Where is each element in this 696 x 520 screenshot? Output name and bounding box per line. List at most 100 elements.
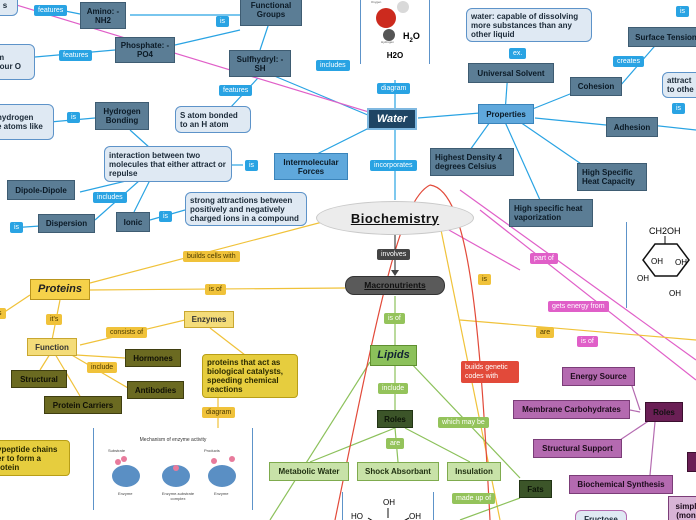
partial-right-node-attract[interactable]: attract to othe — [662, 72, 696, 98]
label-are-2: are — [386, 438, 405, 449]
sulfhydryl-node[interactable]: Sulfhydryl: -SH — [229, 50, 291, 77]
connector-roles-synthesis — [649, 421, 656, 476]
structural-support-node[interactable]: Structural Support — [533, 439, 622, 458]
label-diagram-1: diagram — [377, 83, 411, 94]
label-is-8: is — [478, 274, 492, 285]
connector-water-sulfhydryl — [259, 69, 376, 119]
enzyme-mechanism-diagram: Mechanism of enzyme activity Substrate P… — [93, 428, 253, 510]
label-features-3: features — [219, 85, 253, 96]
label-is-of-1: is of — [205, 284, 226, 295]
ionic-node[interactable]: Ionic — [116, 212, 150, 232]
enzyme-caption-2: Enzyme-substrate complex — [161, 491, 195, 501]
dipole-dipole-node[interactable]: Dipole-Dipole — [7, 180, 75, 200]
water-node[interactable]: Water — [367, 108, 417, 130]
macronutrients-node[interactable]: Macronutrients — [345, 276, 445, 295]
partial-right-node-purple[interactable] — [687, 452, 696, 472]
connector-interaction-hbond — [129, 129, 151, 149]
enzyme-diagram-title: Mechanism of enzyme activity — [139, 437, 207, 443]
arrowhead-macro — [391, 270, 399, 276]
label-include-2: include — [378, 383, 409, 394]
label-are-1: are — [536, 327, 555, 338]
lipid-structure-diagram: OH HO OH — [342, 492, 434, 520]
partial-left-node-top[interactable]: s — [0, 0, 18, 16]
cohesion-node[interactable]: Cohesion — [570, 77, 622, 96]
connector-properties-adhesion — [534, 117, 607, 126]
biochemistry-node[interactable]: Biochemistry — [316, 201, 474, 235]
partial-left-node-hydrogen[interactable]: hydrogen e atoms like — [0, 104, 54, 140]
membrane-carbohydrates-node[interactable]: Membrane Carbohydrates — [513, 400, 630, 419]
high-specific-heat-node[interactable]: High Specific Heat Capacity — [577, 163, 647, 191]
fructose-node[interactable]: Fructose — [575, 510, 627, 520]
connector-pink-right1 — [459, 189, 696, 361]
label-builds-cells: builds cells with — [183, 251, 240, 262]
connector-water-properties — [417, 112, 481, 119]
label-is-2: is — [67, 112, 81, 123]
label-is-1: is — [216, 16, 230, 27]
carb-roles-node[interactable]: Roles — [645, 402, 683, 422]
lipid-oh-right: OH — [409, 512, 421, 520]
label-involves: involves — [377, 249, 411, 260]
insulation-node[interactable]: Insulation — [447, 462, 501, 481]
universal-solvent-node[interactable]: Universal Solvent — [468, 63, 554, 83]
connector-pink-right2 — [479, 209, 696, 381]
ring-oh-4: OH — [669, 289, 681, 298]
ring-oh-1: OH — [651, 257, 663, 266]
label-gets-energy: gets energy from — [548, 301, 609, 312]
connector-pink-partof — [439, 224, 521, 271]
ring-ch2oh: CH2OH — [649, 226, 681, 236]
enzymes-node[interactable]: Enzymes — [184, 311, 234, 328]
energy-source-node[interactable]: Energy Source — [562, 367, 635, 386]
lipids-node[interactable]: Lipids — [370, 345, 417, 366]
s-atom-node[interactable]: S atom bonded to an H atom — [175, 106, 251, 133]
function-node[interactable]: Function — [27, 338, 77, 356]
connector-groups-phosphate — [174, 29, 241, 46]
connector-function-structural — [39, 353, 51, 371]
connector-yellow-are — [459, 319, 696, 341]
ring-oh-3: OH — [637, 274, 649, 283]
label-is-6: is — [676, 6, 690, 17]
polypeptide-node[interactable]: ypeptide chains er to form a rotein — [0, 440, 70, 476]
highest-density-node[interactable]: Highest Density 4 degrees Celsius — [430, 148, 514, 176]
partial-left-node-phosphate[interactable]: m four O — [0, 44, 35, 80]
adhesion-node[interactable]: Adhesion — [606, 117, 658, 137]
connector-properties-heatcap — [519, 121, 591, 171]
label-part-of: part of — [530, 253, 558, 264]
label-is-of-3: is of — [384, 313, 405, 324]
connector-roles-membrane — [629, 409, 641, 413]
hormones-node[interactable]: Hormones — [125, 349, 181, 367]
intermolecular-forces-node[interactable]: Intermolecular Forces — [274, 153, 348, 180]
label-consists-of: consists of — [106, 327, 148, 338]
hydrogen-bonding-node[interactable]: Hydrogen Bonding — [95, 102, 149, 130]
label-incorporates: incorporates — [370, 160, 417, 171]
connector-lipids-down — [269, 361, 371, 520]
label-is-3: is — [245, 160, 259, 171]
lipid-roles-node[interactable]: Roles — [377, 410, 413, 428]
proteins-node[interactable]: Proteins — [30, 279, 90, 300]
structural-node[interactable]: Structural — [11, 370, 67, 388]
functional-groups-node[interactable]: Functional Groups — [240, 0, 302, 26]
surface-tension-node[interactable]: Surface Tension — [628, 27, 696, 47]
high-specific-vap-node[interactable]: High specific heat vaporization — [509, 199, 593, 227]
dispersion-node[interactable]: Dispersion — [38, 214, 95, 233]
label-made-up-of: made up of — [452, 493, 496, 504]
properties-node[interactable]: Properties — [478, 104, 534, 124]
water-molecule-icon — [376, 1, 409, 41]
shock-absorbant-node[interactable]: Shock Absorbant — [357, 462, 439, 481]
interaction-node[interactable]: interaction between two molecules that e… — [104, 146, 232, 182]
amino-node[interactable]: Amino: -NH2 — [80, 2, 126, 29]
metabolic-water-node[interactable]: Metabolic Water — [269, 462, 349, 481]
water-capable-node[interactable]: water: capable of dissolving more substa… — [466, 8, 592, 42]
partial-right-node-simple[interactable]: simpl (mon — [668, 496, 696, 520]
label-include: include — [87, 362, 118, 373]
phosphate-node[interactable]: Phosphate: -PO4 — [115, 37, 175, 63]
biochemical-synthesis-node[interactable]: Biochemical Synthesis — [569, 475, 673, 494]
biological-catalysts-node[interactable]: proteins that act as biological catalyst… — [202, 354, 298, 398]
connector-interaction-dipole — [79, 179, 131, 193]
enzyme-caption-1: Enzyme — [118, 491, 133, 496]
fats-node[interactable]: Fats — [519, 480, 552, 498]
enzyme-substrate-caption: Substrate — [108, 448, 126, 453]
strong-attractions-node[interactable]: strong attractions between positively an… — [185, 192, 307, 226]
protein-carriers-node[interactable]: Protein Carriers — [44, 396, 122, 414]
antibodies-node[interactable]: Antibodies — [127, 381, 184, 399]
